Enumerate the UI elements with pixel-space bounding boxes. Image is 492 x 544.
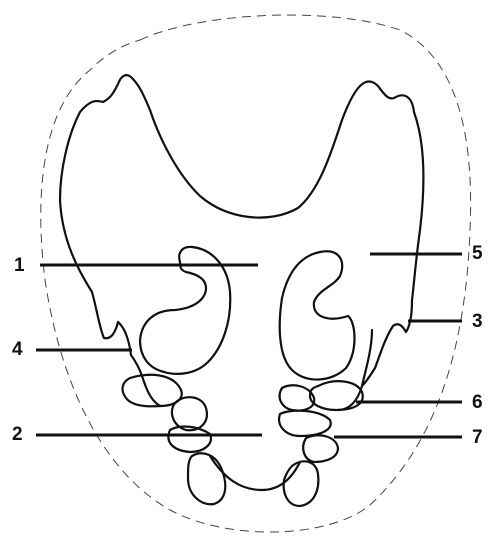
label-5: 5 [472, 244, 483, 263]
right-lobe-side [280, 385, 315, 410]
left-lobe-middle [172, 397, 207, 430]
label-2: 2 [12, 425, 23, 444]
outer-dashed-outline [41, 15, 471, 532]
label-1: 1 [14, 256, 25, 275]
right-lobe-lower [303, 435, 338, 462]
label-6: 6 [472, 393, 483, 412]
label-7: 7 [472, 428, 483, 447]
right-lobe-bottom [284, 461, 319, 506]
right-lobe-middle [279, 411, 331, 436]
right-inner-c [280, 251, 355, 379]
lower-right-contour [338, 386, 362, 410]
left-lobe-upper [123, 375, 182, 407]
right-lobe-upper [310, 381, 363, 410]
lower-left-contour [142, 376, 160, 406]
main-body-outline [60, 75, 423, 386]
left-lobe-bottom [188, 453, 225, 504]
label-4: 4 [12, 340, 23, 359]
label-3: 3 [472, 312, 483, 331]
